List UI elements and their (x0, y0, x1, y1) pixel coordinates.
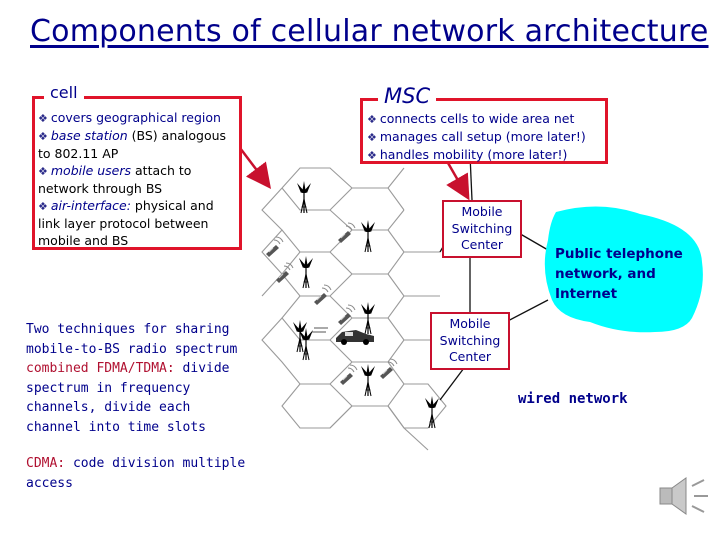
tower-icon (424, 395, 440, 429)
phone-icon-group (265, 222, 398, 386)
bullet-icon: ❖ (38, 130, 48, 143)
bullet-icon: ❖ (38, 165, 48, 178)
cdma-text: CDMA: code division multiple access (26, 456, 246, 491)
wired-network-label: wired network (518, 391, 628, 407)
cell-item: ❖air-interface: physical and link layer … (38, 198, 214, 248)
phone-icon (339, 364, 358, 386)
public-network-cloud (544, 206, 703, 333)
msc-item: ❖connects cells to wide area net (367, 111, 575, 126)
bullet-icon: ❖ (367, 113, 377, 126)
page-title: Components of cellular network architect… (30, 14, 709, 49)
tower-icon-group (292, 180, 440, 429)
cell-item: ❖base station (BS) analogous to 802.11 A… (38, 128, 227, 161)
cell-box-label: cell (44, 83, 84, 102)
speaker-icon (659, 477, 708, 515)
bullet-icon: ❖ (367, 131, 377, 144)
cell-item: ❖covers geographical region (38, 110, 221, 125)
tower-icon (360, 363, 376, 397)
msc-box-label: MSC (378, 84, 437, 108)
msc-node-lower: Mobile Switching Center (430, 312, 510, 370)
techniques-text: Two techniques for sharing mobile-to-BS … (26, 322, 238, 435)
cell-info-box: ❖covers geographical region ❖base statio… (32, 96, 242, 250)
msc-item: ❖manages call setup (more later!) (367, 129, 586, 144)
phone-icon (337, 222, 356, 244)
msc-info-box: ❖connects cells to wide area net ❖manage… (360, 98, 608, 164)
cell-item: ❖mobile users attach to network through … (38, 163, 192, 196)
bullet-icon: ❖ (38, 200, 48, 213)
msc-node-upper: Mobile Switching Center (442, 200, 522, 258)
car-icon (312, 327, 374, 345)
tower-icon (298, 255, 314, 289)
phone-icon (337, 304, 356, 326)
bullet-icon: ❖ (38, 112, 48, 125)
public-network-label: Public telephone network, and Internet (555, 246, 683, 302)
tower-icon (360, 219, 376, 253)
phone-icon (313, 284, 332, 306)
msc-item: ❖handles mobility (more later!) (367, 147, 568, 162)
phone-icon (265, 236, 284, 258)
bullet-icon: ❖ (367, 149, 377, 162)
phone-icon (275, 262, 294, 284)
